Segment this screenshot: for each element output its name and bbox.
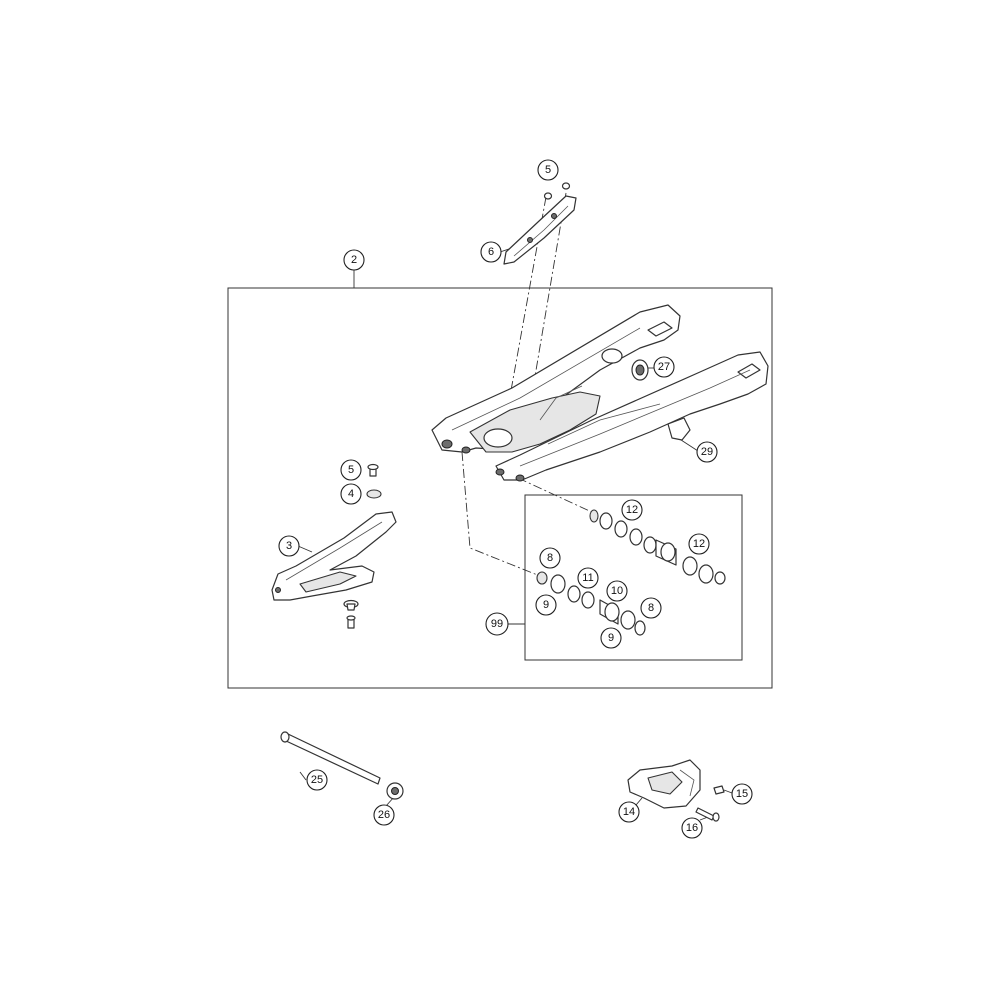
callout-9-upper: 9: [535, 594, 557, 616]
callout-2: 2: [343, 249, 365, 271]
svg-text:3: 3: [286, 540, 292, 552]
callout-25: 25: [306, 769, 328, 791]
callout-5-slider: 5: [340, 459, 362, 481]
svg-text:4: 4: [348, 488, 354, 500]
svg-text:15: 15: [736, 788, 748, 800]
callout-29: 29: [696, 441, 718, 463]
svg-text:10: 10: [611, 585, 623, 597]
svg-text:26: 26: [378, 809, 390, 821]
callout-9-lower: 9: [600, 627, 622, 649]
callout-11: 11: [577, 567, 599, 589]
callout-99: 99: [485, 612, 509, 636]
svg-text:9: 9: [608, 632, 614, 644]
callout-14: 14: [618, 801, 640, 823]
callout-5-guide: 5: [537, 159, 559, 181]
svg-text:12: 12: [626, 504, 638, 516]
callout-3: 3: [278, 535, 300, 557]
callout-15: 15: [731, 783, 753, 805]
svg-text:25: 25: [311, 774, 323, 786]
callout-26: 26: [373, 804, 395, 826]
chain-guide: [627, 759, 701, 809]
svg-text:27: 27: [658, 361, 670, 373]
guide-screws: [543, 182, 571, 200]
callout-27: 27: [653, 356, 675, 378]
callout-10: 10: [606, 580, 628, 602]
callout-12-lower: 12: [688, 533, 710, 555]
alignment-lines: [461, 192, 597, 577]
swingarm: [431, 304, 769, 482]
axle-nut: [386, 782, 404, 800]
svg-text:5: 5: [348, 464, 354, 476]
callout-16: 16: [681, 817, 703, 839]
chain-slider-hardware: [343, 463, 382, 629]
chain-guide-screws: [695, 785, 725, 822]
swingarm-assembly-frame: [227, 287, 773, 689]
svg-text:99: 99: [491, 618, 503, 630]
chain-guide-plate: [503, 195, 577, 265]
svg-text:9: 9: [543, 599, 549, 611]
svg-text:8: 8: [648, 602, 654, 614]
bearing-kit: [536, 509, 726, 636]
chain-slider: [271, 511, 397, 601]
svg-text:5: 5: [545, 164, 551, 176]
svg-text:14: 14: [623, 806, 635, 818]
svg-text:2: 2: [351, 254, 357, 266]
callout-4: 4: [340, 483, 362, 505]
callout-12-upper: 12: [621, 499, 643, 521]
svg-text:29: 29: [701, 446, 713, 458]
callout-6: 6: [480, 241, 502, 263]
svg-text:16: 16: [686, 822, 698, 834]
pivot-axle: [280, 731, 381, 785]
svg-text:6: 6: [488, 246, 494, 258]
bearing-kit-frame: [524, 494, 743, 661]
callout-8-lower: 8: [640, 597, 662, 619]
callout-8-upper: 8: [539, 547, 561, 569]
grommet: [631, 359, 649, 381]
svg-text:12: 12: [693, 538, 705, 550]
svg-text:11: 11: [582, 572, 593, 584]
svg-text:8: 8: [547, 552, 553, 564]
